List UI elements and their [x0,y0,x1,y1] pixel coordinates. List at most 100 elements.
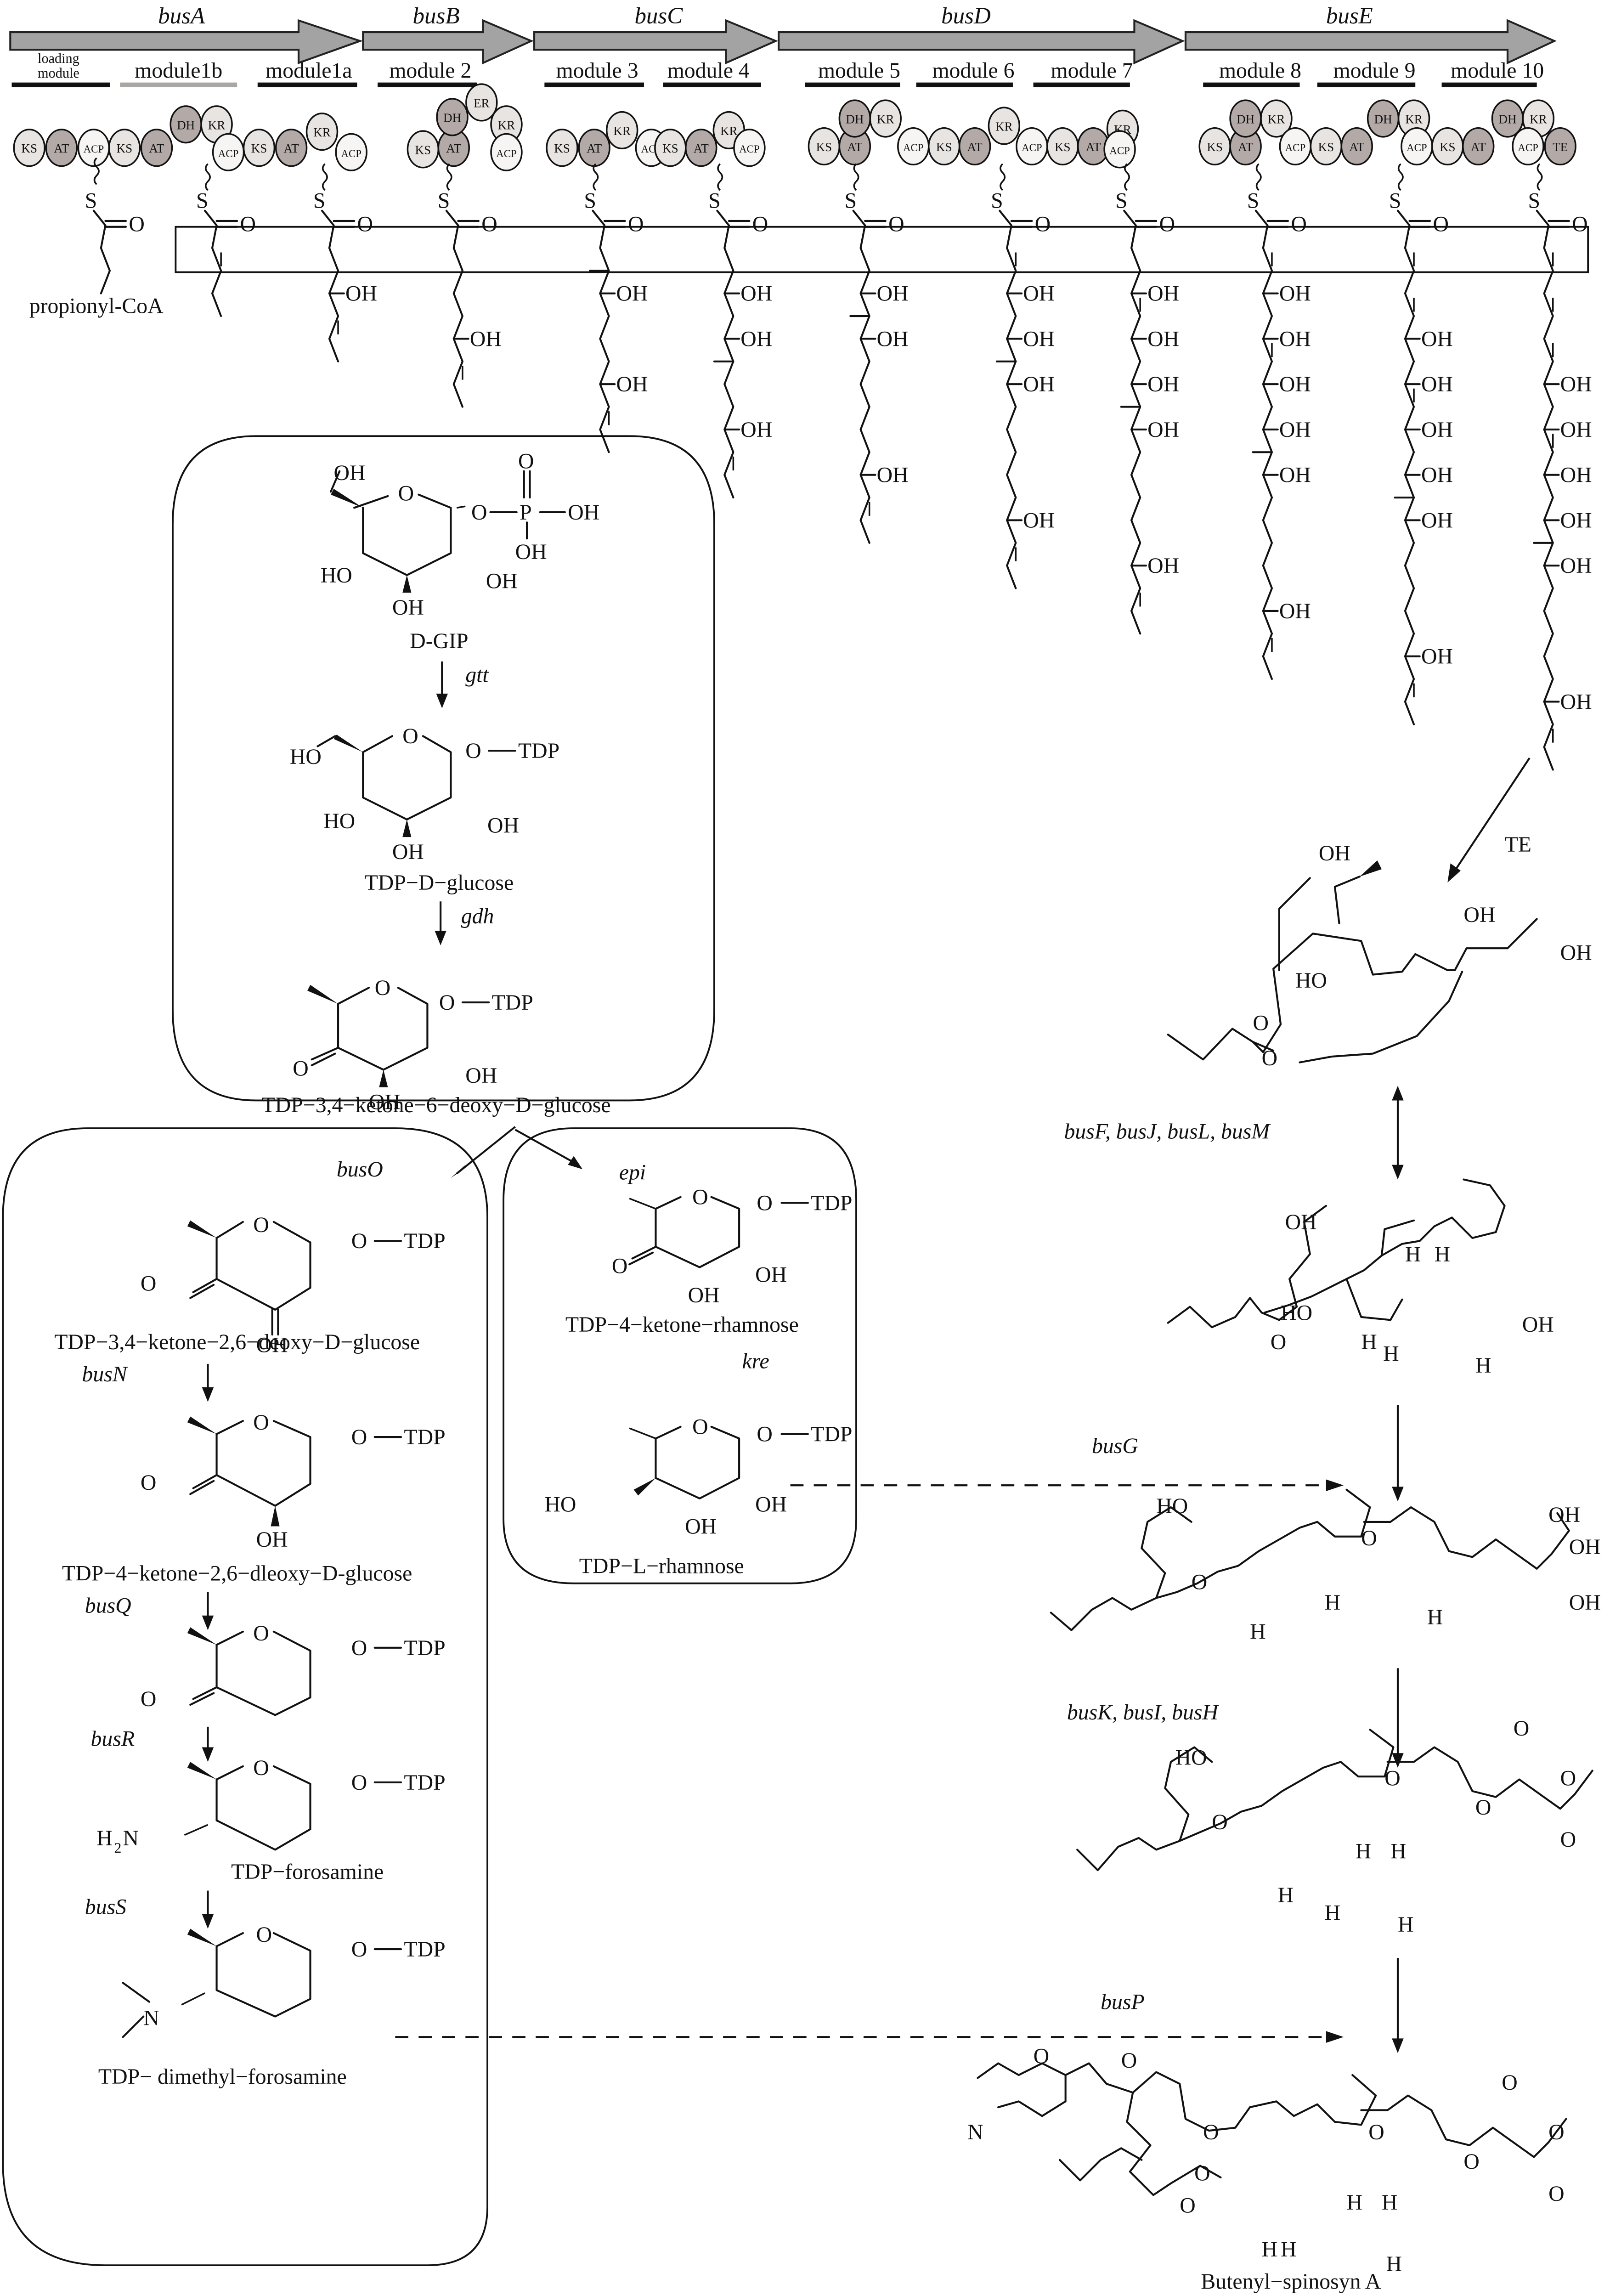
atom-label: OH [256,1333,288,1357]
arrow-head [436,693,448,708]
atom-label: O [1384,1766,1401,1790]
atom-label: TDP [404,1425,445,1449]
forosamine-pathway-box: busO O O TDP O OH TDP−3,4−ketone−2,6−deo… [2,1127,488,2267]
chain-backbone [211,224,222,317]
atom-label: OH [369,1090,401,1114]
domain-label: ACP [1407,142,1427,153]
gene-arrow-busE: busE [1184,3,1557,65]
module-label: module 5 [818,58,900,83]
atom-label: O [1548,2120,1565,2144]
arrow-head [202,1747,214,1762]
domain-label: ACP [739,143,760,155]
domain-label: AT [1238,140,1254,154]
atom-label: OH [1319,841,1350,865]
domain-ks [13,129,45,167]
atom-label: O [351,1229,367,1253]
domain-label: DH [1374,113,1392,126]
chain-backbone [1130,224,1141,635]
atom-label: TDP [404,1937,445,1962]
atom-label: TDP [811,1191,852,1215]
compound-tdp-dimethyl-forosamine: O O TDP N TDP− dimethyl−forosamine [98,1923,446,2089]
branch-arrow-forosamine [456,1126,516,1175]
domain-label: DH [1237,113,1254,126]
atom-label: S [708,188,721,213]
arrow-head [1392,1165,1404,1180]
domain-ks [546,129,578,167]
domain-label: DH [443,111,461,124]
domain-label: ACP [496,148,517,159]
gene-arrow-busB: busB [362,3,534,65]
atom-label: TDP [404,1636,445,1660]
gene-label: busA [158,3,205,29]
module-label: module 6 [932,58,1014,83]
step-label: busG [1092,1434,1138,1458]
module-label: module 9 [1333,58,1415,83]
atom-label: OH [465,1063,497,1088]
atom-label: OH [256,1527,288,1552]
te-arrow [1451,757,1531,876]
atom-label: S [584,188,596,213]
atom-label: O [398,481,414,505]
arrow-head [1392,1086,1404,1101]
domain-kr [305,113,339,151]
atom-label: O [518,449,534,473]
compound-tdp-l-rhamnose: O O TDP HO OH OH TDP−L−rhamnose [544,1415,852,1578]
atom-label: S [1389,188,1401,213]
atom-label: O [253,1756,269,1780]
atom-label: OH [1023,372,1055,396]
atom-label: OH [1421,463,1453,487]
domain-label: KS [251,141,267,155]
atom-label: O [757,1422,773,1447]
domain-label: AT [54,141,69,155]
atom-label: OH [1421,327,1453,351]
atom-label: OH [1147,418,1179,442]
polyketide-intermediates: propionyl-CoA SOSOSOOHSOOHSOOHOHSOOHOHOH… [29,157,1592,771]
atom-label: HO [321,563,352,588]
compound-name: TDP− dimethyl−forosamine [98,2064,347,2089]
atom-label: O [357,212,373,236]
atom-label: O [692,1185,708,1210]
compound-intermediate-ketone: O O TDP O [141,1621,446,1716]
atom-label: HO [544,1493,576,1517]
domain-at [275,129,308,167]
atom-label: OH [616,282,648,306]
domain-label: ACP [341,148,362,159]
domain-kr [1260,99,1293,138]
arrow-head [568,1156,583,1170]
atom-label: O [692,1415,708,1439]
domain-label: AT [1349,140,1365,154]
atom-label: O [141,1470,157,1495]
atom-label: S [1247,188,1260,213]
atom-label: S [991,188,1003,213]
atom-label: OH [1279,463,1311,487]
compound-macrolactone: OH HO O O OH OH [1167,841,1592,1070]
atom-label: O [481,212,497,236]
enzyme-label: busO [337,1157,383,1182]
domain-label: ACP [1518,142,1538,153]
atom-label: O [1253,1011,1269,1035]
atom-label: OH [1569,1535,1601,1559]
atom-label: OH [1147,282,1179,306]
domain-label: ACP [1285,142,1306,153]
atom-label: O [240,212,256,236]
atom-label: HO [1295,968,1327,993]
atom-label: O [465,739,481,763]
arrow-head [1326,1479,1344,1491]
atom-label: OH [1548,1503,1580,1527]
atom-label: O [757,1191,773,1215]
atom-label: O [1192,1570,1208,1594]
domain-label: ACP [84,143,104,155]
atom-label: OH [1023,282,1055,306]
atom-label: O [351,1770,367,1795]
atom-label: OH [1285,1210,1317,1234]
atom-label: H [1383,1341,1399,1366]
domain-label: ACP [218,148,239,159]
atom-label: HO [1156,1494,1188,1518]
atom-label: O [141,1272,157,1296]
compound-butenyl-spinosyn-a: N O O O O O O O O O O H H H H H Butenyl−… [967,2044,1567,2294]
